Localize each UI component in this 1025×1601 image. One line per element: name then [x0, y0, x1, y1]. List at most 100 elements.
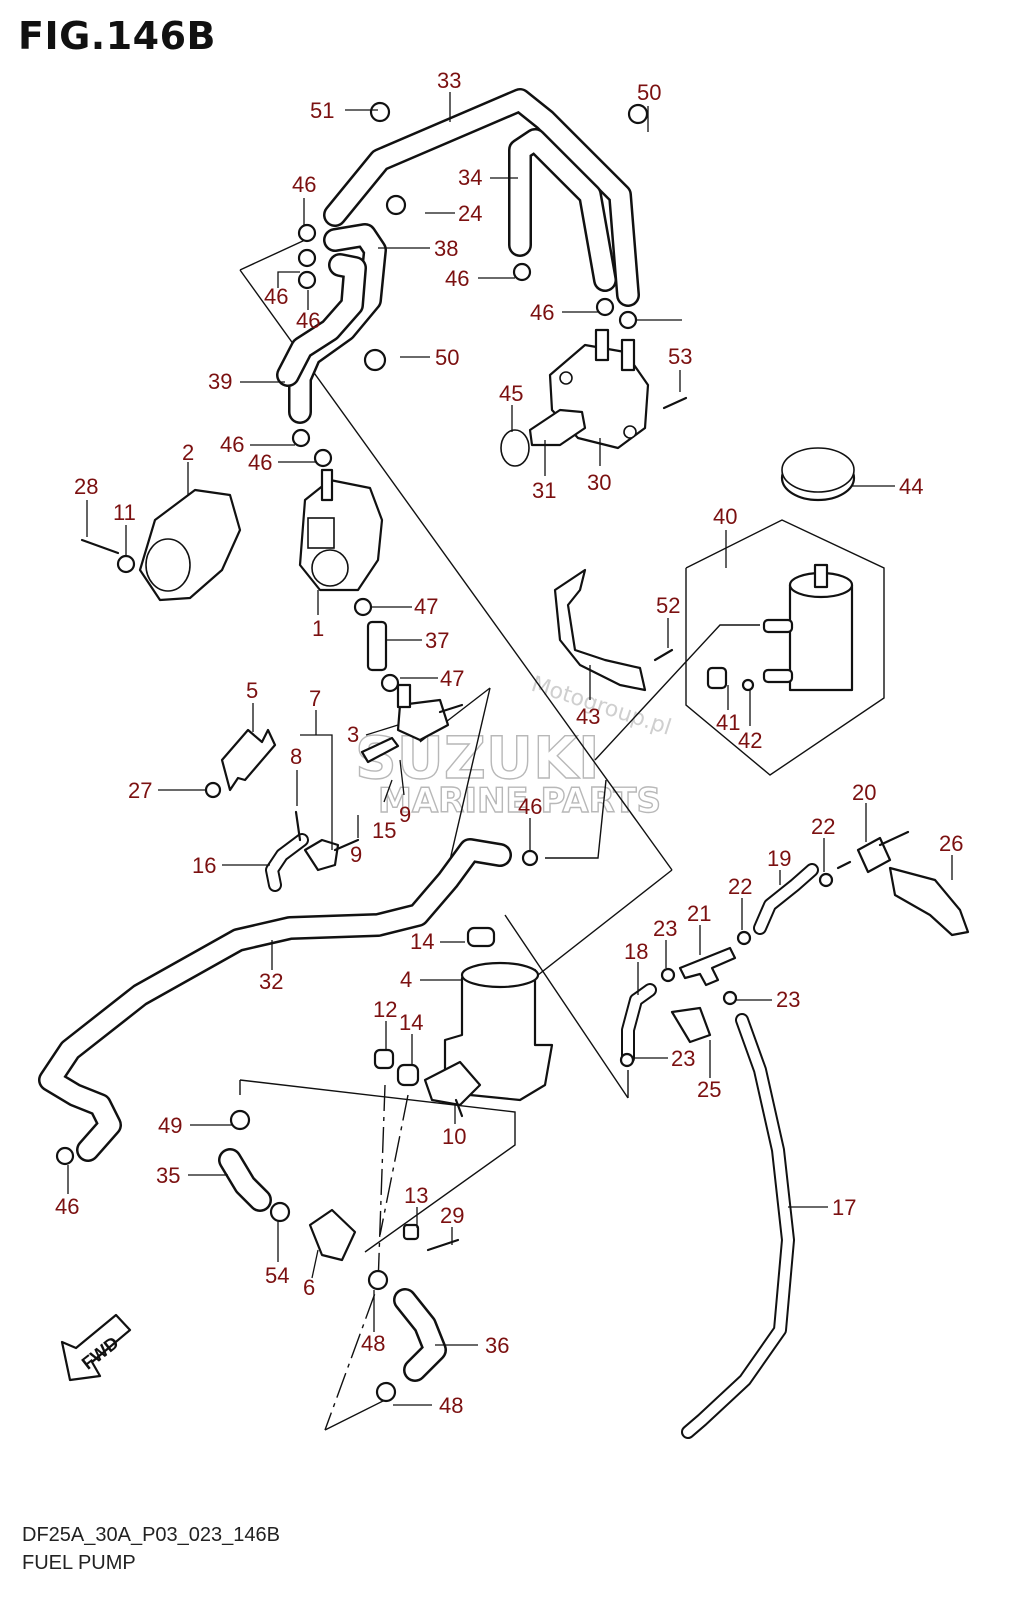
collar-13: [402, 1223, 420, 1241]
callout-46: 46: [292, 172, 316, 197]
clamp-23: [660, 967, 676, 983]
callout-46: 46: [248, 450, 272, 475]
callout-7: 7: [309, 686, 321, 711]
clamp-54: [269, 1201, 291, 1223]
callout-47: 47: [414, 594, 438, 619]
figure-name: FUEL PUMP: [22, 1552, 136, 1574]
callout-48: 48: [361, 1331, 385, 1356]
collar-12: [373, 1048, 395, 1070]
bracket-43: [553, 568, 647, 692]
watermark-line2: MARINE PARTS: [378, 781, 661, 821]
clamp-46: [297, 270, 317, 290]
pump-nozzle: [620, 338, 636, 372]
figure-title: FIG.146B: [18, 14, 217, 58]
pump-mount-flange: [423, 1060, 482, 1107]
frame-line: [504, 914, 629, 1099]
clamp-48: [367, 1269, 389, 1291]
callout-21: 21: [687, 901, 711, 926]
clamp-46: [55, 1146, 75, 1166]
bolt-29: [426, 1238, 460, 1252]
clamp-22: [818, 872, 834, 888]
filter-frame: [685, 519, 885, 776]
washer-11: [116, 554, 136, 574]
dashed-centerline: [379, 1094, 409, 1236]
callout-46: 46: [220, 432, 244, 457]
clamp-46: [297, 223, 317, 243]
callout-23: 23: [653, 916, 677, 941]
clip-50: [363, 348, 387, 372]
callout-46: 46: [264, 284, 288, 309]
callout-46: 46: [445, 266, 469, 291]
pipe-41: [706, 666, 728, 690]
callout-14: 14: [399, 1010, 423, 1035]
callout-27: 27: [128, 778, 152, 803]
callout-23: 23: [776, 987, 800, 1012]
callout-33: 33: [437, 68, 461, 93]
pipe-15: [360, 736, 400, 764]
callout-4: 4: [400, 967, 412, 992]
callout-32: 32: [259, 969, 283, 994]
bolt-53: [662, 396, 688, 410]
callout-42: 42: [738, 728, 762, 753]
components: FWD: [60, 328, 970, 1382]
callout-3: 3: [347, 722, 359, 747]
callout-11: 11: [113, 500, 136, 525]
callout-9: 9: [350, 842, 362, 867]
callout-13: 13: [404, 1183, 428, 1208]
grommet-14: [466, 926, 496, 948]
callout-5: 5: [246, 678, 258, 703]
callout-34: 34: [458, 165, 482, 190]
callout-46: 46: [296, 308, 320, 333]
fuel-pump-4: [443, 968, 554, 1102]
callout-51: 51: [310, 98, 334, 123]
callout-37: 37: [425, 628, 449, 653]
clamp-46: [595, 297, 615, 317]
clamp-46: [297, 248, 317, 268]
bolt-28: [80, 538, 120, 555]
bolts: [80, 396, 688, 1252]
callout-41: 41: [716, 710, 740, 735]
callout-25: 25: [697, 1077, 721, 1102]
t-joint-21: [678, 946, 737, 987]
hoses: [38, 88, 819, 1439]
callout-50: 50: [637, 80, 661, 105]
callout-17: 17: [832, 1195, 856, 1220]
throttle-bore: [145, 538, 191, 592]
clamp-46: [521, 849, 539, 867]
callout-35: 35: [156, 1163, 180, 1188]
callout-50: 50: [435, 345, 459, 370]
frame-line: [239, 239, 306, 271]
clip-50: [627, 103, 649, 125]
callout-43: 43: [576, 704, 600, 729]
plunger-31: [528, 408, 587, 447]
clip-51: [369, 101, 391, 123]
valve-7: [303, 838, 340, 872]
callout-24: 24: [458, 201, 482, 226]
clamp-48: [375, 1381, 397, 1403]
callout-16: 16: [192, 853, 216, 878]
callout-9: 9: [399, 802, 411, 827]
check-valve-20: [856, 836, 892, 874]
callout-53: 53: [668, 344, 692, 369]
callout-49: 49: [158, 1113, 182, 1138]
frame-line: [594, 624, 760, 761]
callouts: 51 33 50 34 24 46 38 46 46 46 46 50 53 3…: [55, 68, 963, 1418]
screw-8: [294, 810, 302, 842]
frame-line: [449, 687, 491, 861]
callout-48: 48: [439, 1393, 463, 1418]
watermark-brand: SUZUKI: [355, 724, 600, 792]
outlet-port: [311, 549, 349, 587]
clamp-46: [618, 310, 638, 330]
bolt-52: [653, 648, 674, 662]
leader-lines: [67, 92, 953, 1406]
callout-20: 20: [852, 780, 876, 805]
callout-44: 44: [899, 474, 923, 499]
bolt-27: [204, 781, 222, 799]
callout-22: 22: [811, 814, 835, 839]
bracket-5: [220, 728, 277, 792]
callout-10: 10: [442, 1124, 466, 1149]
callout-39: 39: [208, 369, 232, 394]
inlet-nozzle: [320, 468, 334, 502]
